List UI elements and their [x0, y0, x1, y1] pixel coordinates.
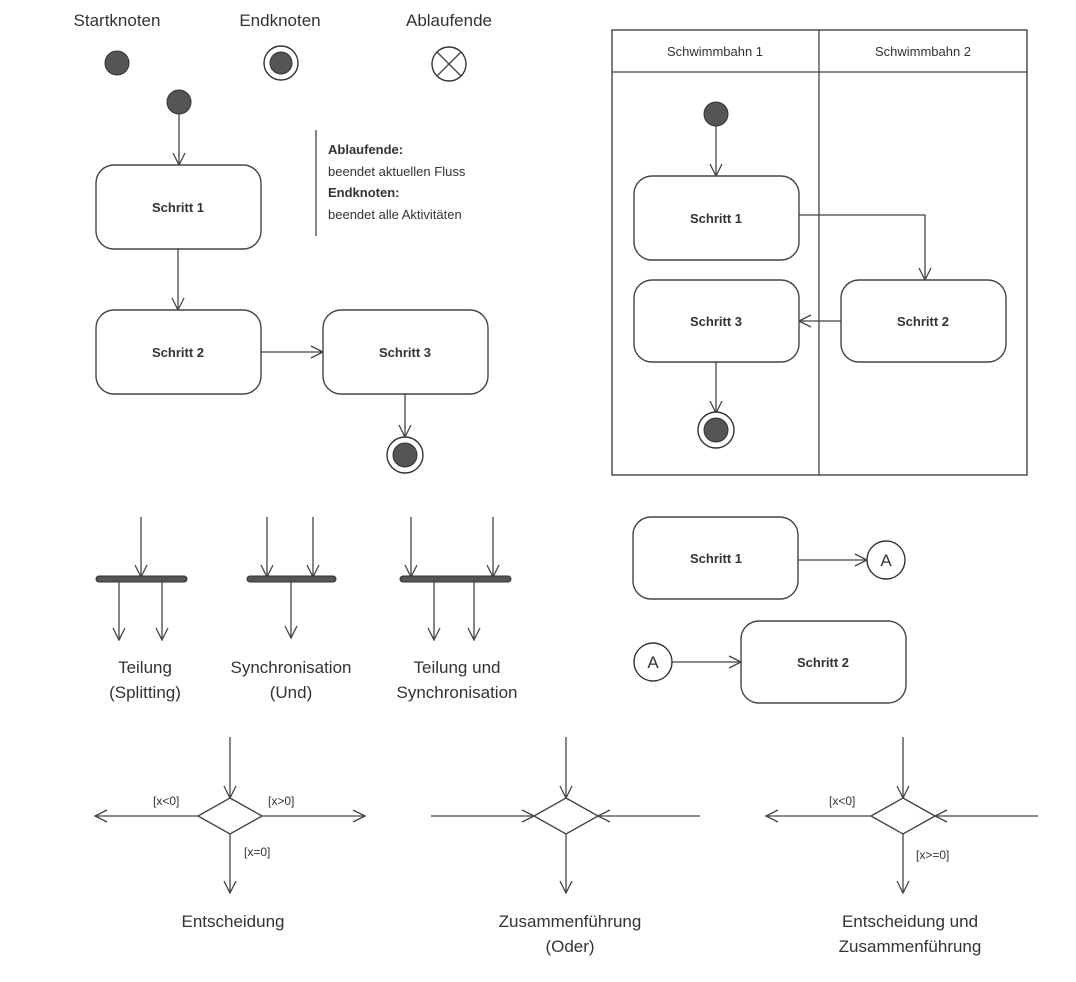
note-end-title: Endknoten: — [328, 185, 400, 200]
merge-label-2: (Oder) — [545, 937, 594, 956]
connector-step-2-label: Schritt 2 — [797, 655, 849, 670]
note-end-text: beendet alle Aktivitäten — [328, 207, 462, 222]
merge-label-1: Zusammenführung — [499, 912, 642, 931]
flow-start-node — [166, 89, 192, 115]
both-bar — [399, 575, 512, 583]
connector-a-in-label: A — [647, 653, 659, 672]
note-flow-end-text: beendet aktuellen Fluss — [328, 164, 466, 179]
sync-bar — [246, 575, 337, 583]
flow-step-2-label: Schritt 2 — [152, 345, 204, 360]
split-bar — [95, 575, 188, 583]
split-label-2: (Splitting) — [109, 683, 181, 702]
connector-step-1-label: Schritt 1 — [690, 551, 742, 566]
decision-diamond — [196, 797, 264, 835]
legend-flow-end-node — [431, 46, 467, 82]
lane-step-1-box — [633, 175, 800, 261]
connector-a-out-label: A — [880, 551, 892, 570]
decision-cond-eq: [x=0] — [244, 845, 270, 859]
swimlane-1-title: Schwimmbahn 1 — [667, 44, 763, 59]
legend-end-label: Endknoten — [239, 11, 320, 30]
decmerge-cond-ge: [x>=0] — [916, 848, 949, 862]
split-label-1: Teilung — [118, 658, 172, 677]
legend-flow-end-label: Ablaufende — [406, 11, 492, 30]
merge-diamond — [532, 797, 600, 835]
swimlane-2-title: Schwimmbahn 2 — [875, 44, 971, 59]
both-bar-label-1: Teilung und — [414, 658, 501, 677]
legend-start-node — [104, 50, 130, 76]
decmerge-cond-lt: [x<0] — [829, 794, 855, 808]
sync-label-1: Synchronisation — [231, 658, 352, 677]
sync-label-2: (Und) — [270, 683, 313, 702]
connector-step-2-box — [740, 620, 907, 704]
decmerge-label-1: Entscheidung und — [842, 912, 978, 931]
flow-step-1-label: Schritt 1 — [152, 200, 204, 215]
lane-step-2-label: Schritt 2 — [897, 314, 949, 329]
decision-cond-gt: [x>0] — [268, 794, 294, 808]
connector-a-out — [866, 540, 906, 580]
connector-step-1-box — [632, 516, 799, 600]
decmerge-diamond — [869, 797, 937, 835]
legend-start-label: Startknoten — [74, 11, 161, 30]
flow-step-3-label: Schritt 3 — [379, 345, 431, 360]
flow-end-node — [386, 436, 424, 474]
decision-label: Entscheidung — [181, 912, 284, 931]
note-flow-end-title: Ablaufende: — [328, 142, 403, 157]
lane-step-3-label: Schritt 3 — [690, 314, 742, 329]
both-bar-label-2: Synchronisation — [397, 683, 518, 702]
lane-end-node — [697, 411, 735, 449]
lane-step-1-label: Schritt 1 — [690, 211, 742, 226]
lane-start-node — [703, 101, 729, 127]
legend-end-node — [263, 45, 299, 81]
decmerge-label-2: Zusammenführung — [839, 937, 982, 956]
decision-cond-lt: [x<0] — [153, 794, 179, 808]
lane-arrow-s1-s2 — [799, 214, 925, 280]
